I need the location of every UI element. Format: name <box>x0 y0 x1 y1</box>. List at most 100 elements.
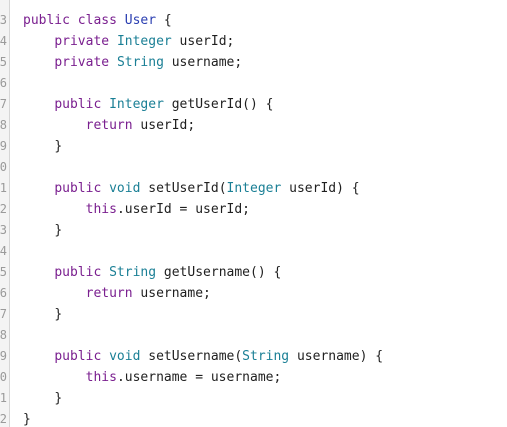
line-number: 2 <box>0 412 7 426</box>
code-line: return username; <box>23 283 507 304</box>
code-token: public <box>54 181 102 196</box>
line-number: 6 <box>0 286 7 300</box>
indent <box>23 265 54 280</box>
indent <box>23 34 54 49</box>
code-token: private <box>54 34 110 49</box>
code-line: this.userId = userId; <box>23 199 507 220</box>
line-number: 0 <box>0 370 7 384</box>
code-token: .userId = userId; <box>116 202 250 217</box>
code-line: public void setUserId(Integer userId) { <box>23 178 507 199</box>
code-token: private <box>54 55 110 70</box>
code-token: userId; <box>171 34 235 49</box>
line-number: 2 <box>0 202 7 216</box>
line-number: 5 <box>0 55 7 69</box>
code-line <box>23 325 507 346</box>
indent <box>23 223 54 238</box>
code-token: String <box>109 265 157 280</box>
code-token <box>109 55 117 70</box>
indent <box>23 97 54 112</box>
code-token: public <box>54 265 102 280</box>
code-line: } <box>23 304 507 325</box>
code-line: } <box>23 220 507 241</box>
line-number: 9 <box>0 349 7 363</box>
line-number: 7 <box>0 307 7 321</box>
code-token <box>101 181 109 196</box>
line-number: 3 <box>0 13 7 27</box>
code-token: } <box>54 307 63 322</box>
code-token: setUsername( <box>140 349 243 364</box>
code-line: public String getUsername() { <box>23 262 507 283</box>
code-area[interactable]: public class User { private Integer user… <box>23 10 507 427</box>
code-token <box>101 265 109 280</box>
line-number: 4 <box>0 34 7 48</box>
indent <box>23 370 86 385</box>
code-token: } <box>54 391 63 406</box>
code-line <box>23 73 507 94</box>
indent <box>23 118 86 133</box>
code-line: public Integer getUserId() { <box>23 94 507 115</box>
code-token: this <box>85 202 117 217</box>
code-token: String <box>242 349 290 364</box>
line-number: 1 <box>0 181 7 195</box>
line-number: 1 <box>0 391 7 405</box>
indent <box>23 139 54 154</box>
code-line: public class User { <box>23 10 507 31</box>
line-number-gutter: 3 4 5 6 7 8 9 0 1 2 3 4 5 6 7 8 9 0 1 2 <box>0 0 10 427</box>
code-token: } <box>54 139 63 154</box>
line-number: 4 <box>0 244 7 258</box>
code-line: private String username; <box>23 52 507 73</box>
code-token <box>101 97 109 112</box>
indent <box>23 349 54 364</box>
line-number: 8 <box>0 118 7 132</box>
line-number: 7 <box>0 97 7 111</box>
code-line: } <box>23 136 507 157</box>
code-token: public <box>23 13 70 28</box>
code-token: Integer <box>226 181 282 196</box>
indent <box>23 202 86 217</box>
code-line: return userId; <box>23 115 507 136</box>
code-token: getUserId() { <box>163 97 274 112</box>
code-token <box>117 13 125 28</box>
code-token: } <box>23 412 31 427</box>
code-token: User <box>124 13 157 28</box>
code-token: .username = username; <box>116 370 282 385</box>
code-line: this.username = username; <box>23 367 507 388</box>
code-token: { <box>156 13 172 28</box>
code-token: username) { <box>289 349 384 364</box>
code-line <box>23 241 507 262</box>
code-line <box>23 157 507 178</box>
code-token <box>109 34 117 49</box>
code-token: String <box>116 55 164 70</box>
indent <box>23 391 54 406</box>
indent <box>23 181 54 196</box>
code-token: getUsername() { <box>156 265 282 280</box>
code-token: public <box>54 349 102 364</box>
line-number: 8 <box>0 328 7 342</box>
code-token: username; <box>163 55 243 70</box>
line-number: 3 <box>0 223 7 237</box>
line-number: 9 <box>0 139 7 153</box>
code-line: private Integer userId; <box>23 31 507 52</box>
code-line: } <box>23 388 507 409</box>
code-token: Integer <box>116 34 172 49</box>
code-token: public <box>54 97 102 112</box>
indent <box>23 55 54 70</box>
code-token <box>70 13 78 28</box>
code-token: return <box>85 286 133 301</box>
code-token: userId) { <box>281 181 360 196</box>
code-token: return <box>85 118 133 133</box>
line-number: 0 <box>0 160 7 174</box>
code-token: userId; <box>132 118 196 133</box>
code-token: void <box>109 349 141 364</box>
code-line: public void setUsername(String username)… <box>23 346 507 367</box>
code-token: } <box>54 223 63 238</box>
code-token: username; <box>132 286 211 301</box>
code-token: setUserId( <box>140 181 227 196</box>
code-token: void <box>109 181 141 196</box>
line-number: 5 <box>0 265 7 279</box>
code-token: this <box>85 370 117 385</box>
code-token: Integer <box>109 97 164 112</box>
line-number: 6 <box>0 76 7 90</box>
code-line: } <box>23 409 507 427</box>
